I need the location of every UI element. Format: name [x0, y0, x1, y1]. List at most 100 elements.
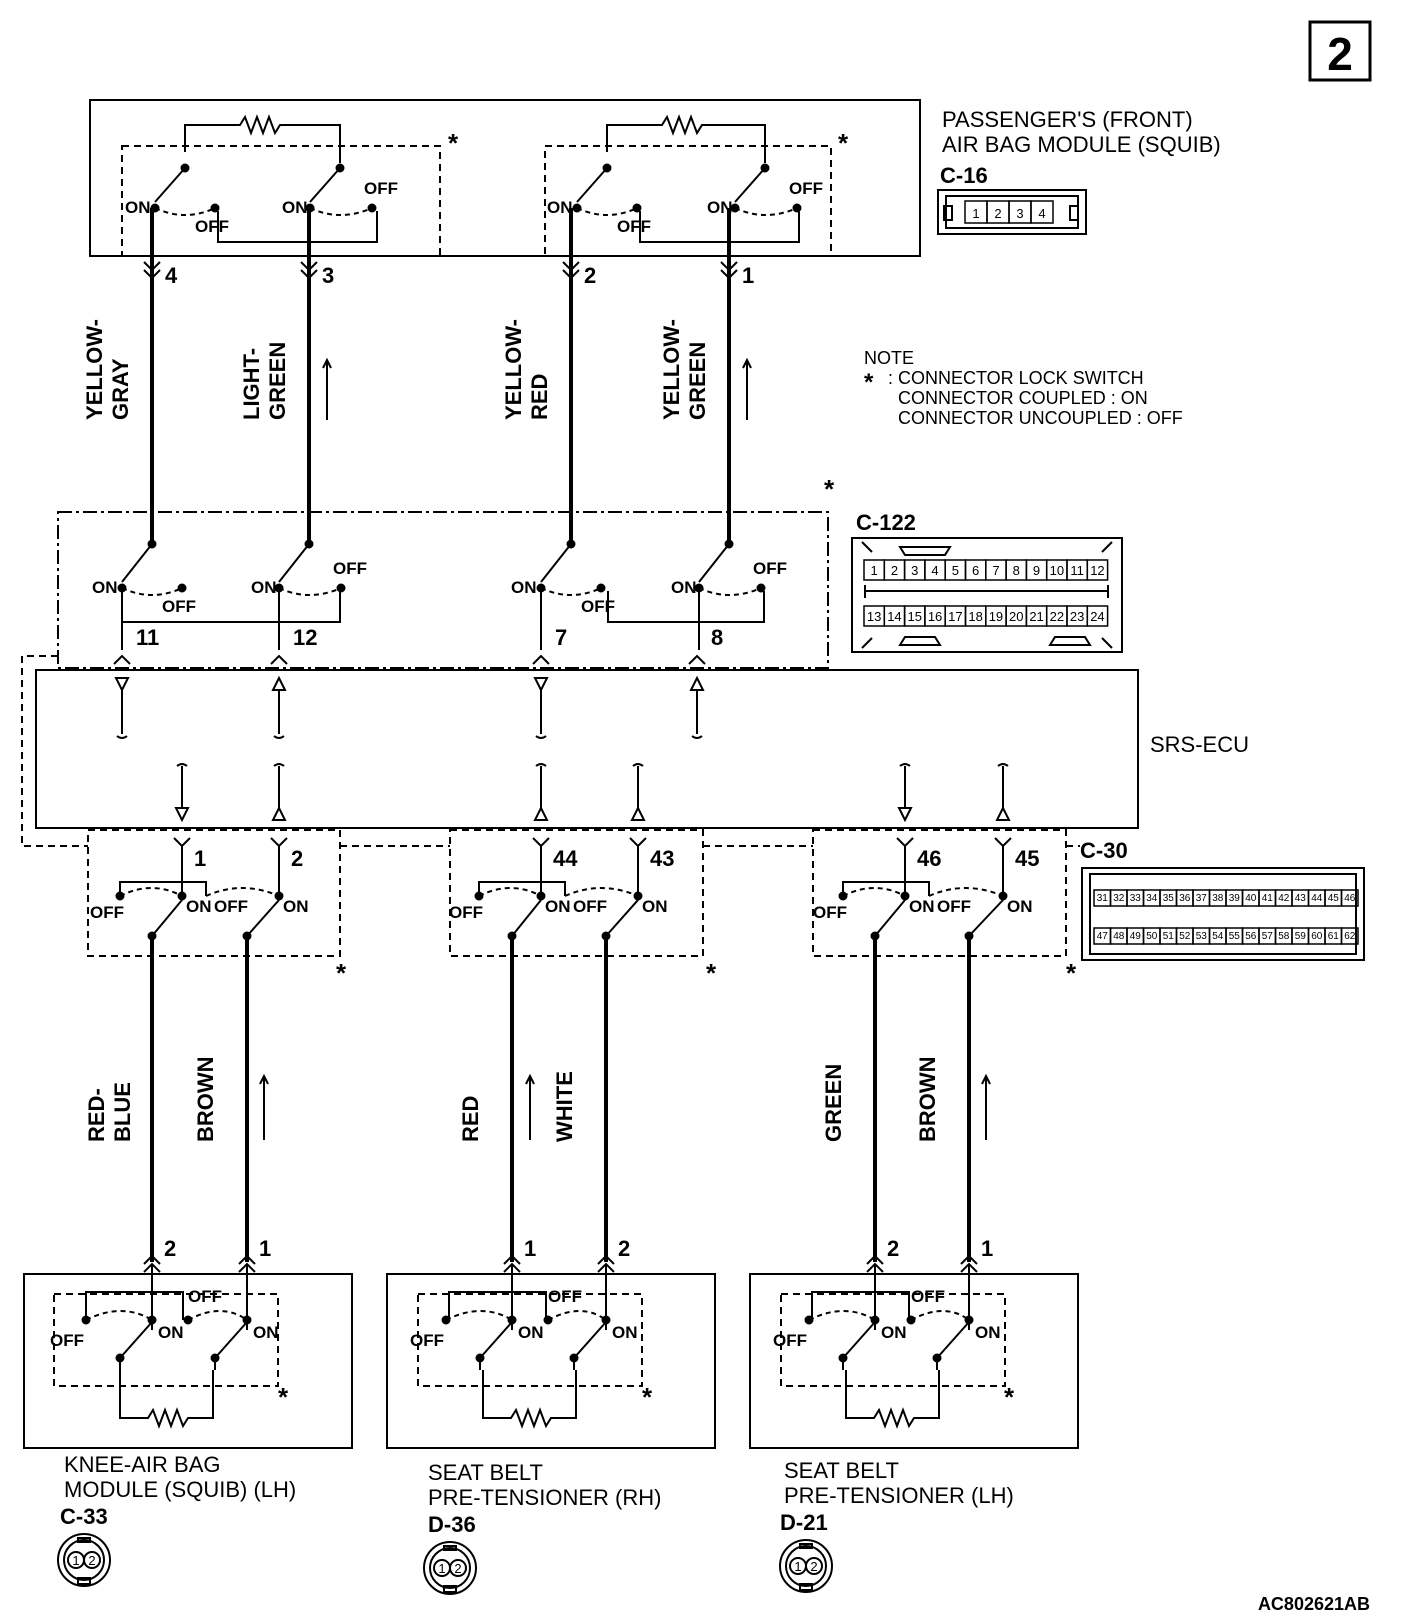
switch-off-label: OFF	[911, 1287, 945, 1306]
switch-off-label: OFF	[90, 903, 124, 922]
c122-switch-box	[57, 511, 829, 669]
switch-arc	[187, 1310, 248, 1321]
upper-wire-color: YELLOW-GREEN	[659, 319, 710, 420]
lock-switch-star: *	[838, 128, 849, 158]
switch-on-label: ON	[671, 578, 697, 597]
c33-connector-face-pin-ring	[83, 1551, 101, 1569]
ecu-pin-top: 7	[555, 625, 567, 650]
c30-row2-cell	[1340, 927, 1359, 945]
c122-row1-pin: 10	[1050, 563, 1064, 578]
device-pin: 2	[164, 1236, 176, 1261]
c122-row2-pin: 15	[908, 609, 922, 624]
lock-switch-star: *	[448, 128, 459, 158]
c30-connector-id: C-30	[1080, 838, 1128, 863]
connector-mark	[688, 654, 706, 665]
c122-row2-pin: 18	[968, 609, 982, 624]
c122-row1-pin: 7	[992, 563, 999, 578]
switch-off-label: OFF	[813, 903, 847, 922]
device-pin: 1	[259, 1236, 271, 1261]
break-mark	[116, 735, 128, 739]
c30-row1-pin: 34	[1146, 893, 1158, 904]
ecu-pin-bottom: 44	[553, 846, 578, 871]
contact-dot	[596, 583, 606, 593]
connector-mark	[173, 837, 191, 848]
c30-row1-pin: 43	[1295, 893, 1307, 904]
d21-connector-face-inner	[785, 1545, 827, 1587]
upper-wire-color-line: YELLOW-	[82, 319, 107, 420]
c30-row1-cell	[1340, 889, 1359, 907]
c122-row2-cell	[1086, 605, 1109, 627]
c30-row2-pin: 50	[1146, 931, 1158, 942]
c122-row1-pin: 11	[1070, 563, 1084, 578]
switch-off-label: OFF	[410, 1331, 444, 1350]
lower-wire-color-line: BROWN	[915, 1056, 940, 1142]
c16-pin: 3	[1016, 206, 1023, 221]
switch-off-label: OFF	[581, 597, 615, 616]
c30-row2-pin: 56	[1245, 931, 1257, 942]
switch-arc	[564, 887, 639, 897]
connector-mark	[720, 261, 738, 280]
c30-row2-pin: 60	[1311, 931, 1323, 942]
device-pin: 1	[524, 1236, 536, 1261]
signal-triangle	[533, 677, 549, 693]
switch-blade	[151, 899, 183, 937]
upper-pin-top: 1	[742, 263, 754, 288]
lower-wire-color-line: RED-	[84, 1088, 109, 1142]
break-mark	[632, 763, 644, 767]
switch-off-label: OFF	[449, 903, 483, 922]
switch-blade	[573, 1321, 607, 1359]
switch-blade	[968, 899, 1004, 937]
off-bridge	[119, 881, 207, 896]
switch-blade	[605, 899, 639, 937]
c33-connector-face-pin: 1	[72, 1553, 79, 1568]
c122-row1-pin: 5	[952, 563, 959, 578]
contact-dot	[632, 203, 642, 213]
lock-switch-star: *	[1066, 958, 1077, 988]
pretensioner-lh-title-2: PRE-TENSIONER (LH)	[784, 1483, 1014, 1508]
switch-on-label: ON	[612, 1323, 638, 1342]
switch-arc	[85, 1310, 153, 1321]
upper-wire-color-line: GREEN	[265, 342, 290, 420]
switch-off-label: OFF	[50, 1331, 84, 1350]
c30-row1-pin: 44	[1311, 893, 1323, 904]
switch-arc	[154, 207, 216, 216]
passenger-connector-id: C-16	[940, 163, 988, 188]
c30-row1-pin: 38	[1212, 893, 1224, 904]
ecu-pin-bottom: 46	[917, 846, 941, 871]
switch-on-label: ON	[253, 1323, 279, 1342]
c122-row2-pin: 16	[928, 609, 942, 624]
upper-wire-color-line: YELLOW-	[501, 319, 526, 420]
switch-on-label: ON	[518, 1323, 544, 1342]
switch-off-label: OFF	[214, 897, 248, 916]
srs-ecu-label: SRS-ECU	[1150, 732, 1249, 757]
switch-arc	[278, 587, 342, 596]
lower-wire-color: BROWN	[193, 1056, 218, 1142]
c16-pin: 4	[1038, 206, 1045, 221]
page-number: 2	[1327, 28, 1353, 80]
upper-wire-color: YELLOW-GRAY	[82, 319, 133, 420]
switch-off-label: OFF	[937, 897, 971, 916]
upper-wire-color-line: RED	[527, 374, 552, 420]
connector-mark	[532, 654, 550, 665]
switch-arc	[309, 207, 373, 216]
switch-on-label: ON	[511, 578, 537, 597]
upper-pin-top: 3	[322, 263, 334, 288]
figure-code: AC802621AB	[1258, 1594, 1370, 1614]
c30-row1-pin: 31	[1097, 893, 1109, 904]
c122-row1-pin: 2	[891, 563, 898, 578]
signal-triangle	[271, 675, 287, 691]
switch-on-label: ON	[547, 198, 573, 217]
switch-blade	[309, 167, 341, 203]
device-pin: 2	[887, 1236, 899, 1261]
lower-wire-color: GREEN	[821, 1064, 846, 1142]
c122-row2-pin: 19	[989, 609, 1003, 624]
c30-row2-pin: 55	[1229, 931, 1241, 942]
c30-row1-pin: 42	[1278, 893, 1290, 904]
connector-mark	[300, 261, 318, 280]
lock-switch-star: *	[706, 958, 717, 988]
switch-off-label: OFF	[548, 1287, 582, 1306]
d36-connector-face-inner	[429, 1547, 471, 1589]
switch-blade	[576, 167, 608, 203]
switch-arc	[576, 207, 638, 216]
